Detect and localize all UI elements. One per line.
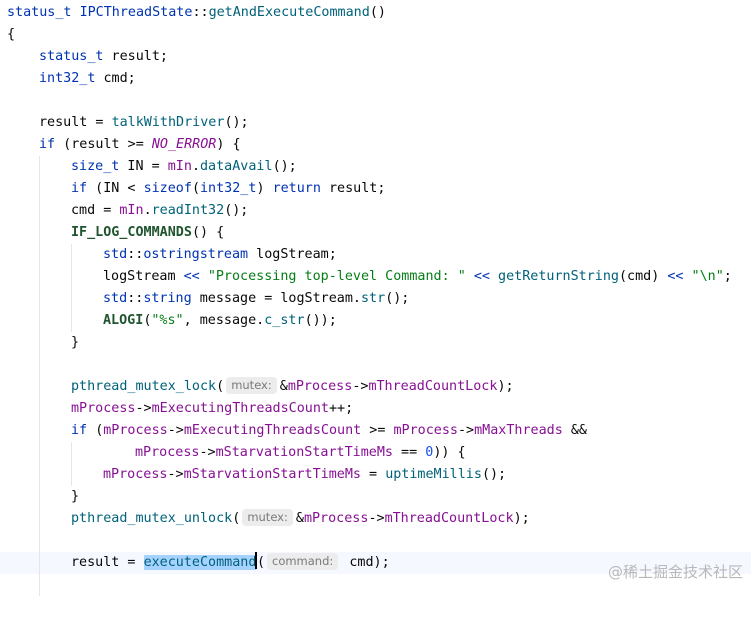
code-line: IF_LOG_COMMANDS() {: [0, 222, 751, 244]
code-line: }: [0, 486, 751, 508]
code-line: [0, 354, 751, 376]
code-line: status_t IPCThreadState::getAndExecuteCo…: [0, 2, 751, 24]
watermark: @稀土掘金技术社区: [607, 563, 743, 581]
code-line: [0, 530, 751, 552]
code-line: mProcess->mStarvationStartTimeMs = uptim…: [0, 464, 751, 486]
code-line: if (IN < sizeof(int32_t) return result;: [0, 178, 751, 200]
code-editor[interactable]: status_t IPCThreadState::getAndExecuteCo…: [0, 0, 751, 596]
code-line: [0, 574, 751, 596]
code-line: pthread_mutex_unlock(mutex:&mProcess->mT…: [0, 508, 751, 530]
code-line: }: [0, 332, 751, 354]
function-signature: status_t IPCThreadState::getAndExecuteCo…: [7, 5, 386, 20]
code-line: logStream << "Processing top-level Comma…: [0, 266, 751, 288]
code-line: std::string message = logStream.str();: [0, 288, 751, 310]
code-line: int32_t cmd;: [39, 71, 136, 86]
code-line: pthread_mutex_lock(mutex:&mProcess->mThr…: [0, 376, 751, 398]
code-line: {: [7, 27, 16, 42]
parameter-hint-mutex: mutex:: [242, 509, 293, 526]
code-line: result = talkWithDriver();: [39, 115, 249, 130]
current-code-line[interactable]: result = executeCommand(command: cmd);: [0, 552, 751, 574]
code-line: cmd = mIn.readInt32();: [0, 200, 751, 222]
code-line: if (result >= NO_ERROR) {: [39, 137, 241, 152]
text-cursor: [255, 552, 257, 569]
code-line: status_t result;: [39, 49, 168, 64]
selected-text[interactable]: executeCommand: [143, 555, 257, 570]
code-line: mProcess->mStarvationStartTimeMs == 0)) …: [0, 442, 751, 464]
code-line: mProcess->mExecutingThreadsCount++;: [0, 398, 751, 420]
code-line: std::ostringstream logStream;: [0, 244, 751, 266]
parameter-hint-mutex: mutex:: [226, 377, 277, 394]
code-line: ALOGI("%s", message.c_str());: [0, 310, 751, 332]
code-line: size_t IN = mIn.dataAvail();: [0, 156, 751, 178]
parameter-hint-command: command:: [267, 553, 339, 570]
code-line: if (mProcess->mExecutingThreadsCount >= …: [0, 420, 751, 442]
